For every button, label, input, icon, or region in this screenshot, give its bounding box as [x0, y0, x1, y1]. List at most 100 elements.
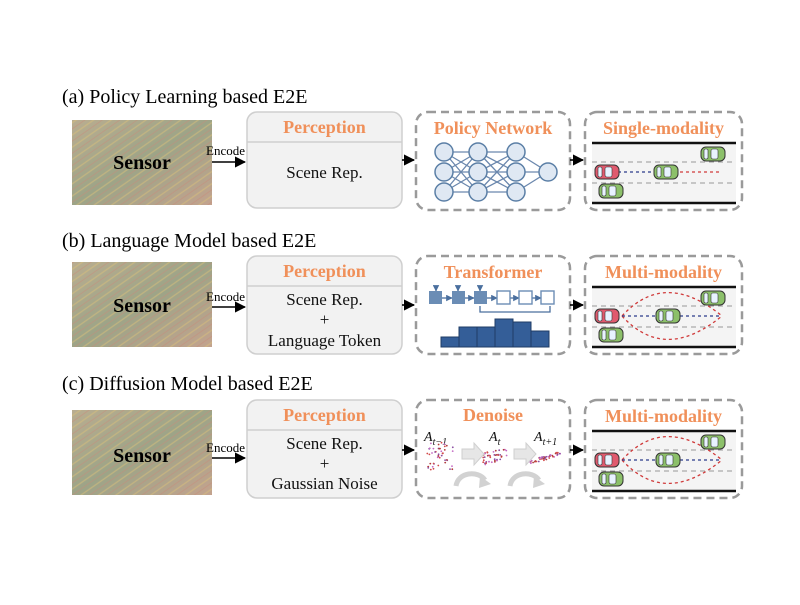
noise-point	[497, 454, 500, 456]
noise-point	[556, 453, 559, 456]
output-title: Multi-modality	[605, 406, 722, 426]
perception-plus: +	[320, 310, 330, 329]
perception-line1: Scene Rep.	[286, 434, 362, 453]
noise-point	[555, 451, 558, 454]
noise-point	[505, 454, 508, 457]
perception-box-b: Perception Scene Rep. + Language Token	[246, 255, 403, 355]
noise-point	[535, 460, 538, 463]
noise-point	[484, 452, 487, 455]
car-icon	[655, 308, 681, 324]
noise-point	[440, 454, 443, 457]
noise-point	[494, 461, 496, 463]
noise-point	[493, 454, 496, 456]
noise-point	[548, 457, 551, 459]
noise-point	[542, 457, 545, 460]
noise-point	[432, 462, 435, 465]
noise-point	[428, 447, 431, 450]
sensor-image-a: Sensor	[72, 120, 212, 205]
model-title: Policy Network	[434, 118, 552, 138]
road-scene-c	[592, 429, 736, 493]
noise-scatter-prev	[426, 441, 454, 471]
perception-title: Perception	[283, 405, 366, 425]
noise-scatter-next	[529, 451, 561, 465]
noise-point	[499, 454, 502, 456]
loop-arrowhead-icon	[479, 476, 545, 488]
perception-line1: Scene Rep.	[286, 163, 362, 182]
state-label-prev: At−1	[423, 430, 447, 448]
noise-point	[437, 464, 440, 467]
noise-point	[532, 461, 534, 464]
sensor-label: Sensor	[113, 152, 171, 174]
noise-point	[483, 456, 486, 458]
noise-point	[451, 465, 453, 467]
car-icon	[700, 434, 726, 450]
perception-box-a: Perception Scene Rep.	[246, 111, 403, 209]
histogram-icon	[440, 318, 550, 348]
state-label-next: At+1	[533, 430, 557, 448]
noise-point	[451, 468, 454, 471]
noise-point	[440, 450, 443, 453]
noise-point	[451, 450, 454, 452]
noise-point	[496, 459, 498, 462]
car-icon	[598, 327, 624, 343]
noise-point	[445, 444, 448, 447]
row-c-title: (c) Diffusion Model based E2E	[62, 373, 313, 395]
token-sequence-icon	[429, 285, 555, 313]
noise-point	[438, 447, 441, 450]
noise-point	[438, 456, 441, 459]
road-scene-b	[592, 285, 736, 349]
multi-modality-box-c: Multi-modality	[583, 398, 744, 500]
noise-point	[440, 441, 443, 444]
noise-point	[431, 465, 434, 468]
single-modality-box: Single-modality	[583, 110, 744, 212]
noise-point	[489, 454, 491, 457]
car-icon	[655, 452, 681, 468]
perception-box-c: Perception Scene Rep. + Gaussian Noise	[246, 399, 403, 499]
encode-label: Encode	[206, 440, 245, 455]
noise-scatter-current	[482, 448, 508, 466]
noise-point	[449, 468, 451, 470]
noise-point	[549, 454, 552, 456]
perception-line1: Scene Rep.	[286, 290, 362, 309]
noise-point	[543, 459, 545, 462]
network-nodes	[434, 142, 558, 202]
noise-point	[534, 460, 536, 463]
denoise-box: Denoise At−1 At At+1	[414, 398, 572, 500]
perception-line2: Language Token	[268, 331, 382, 350]
noise-point	[493, 458, 496, 461]
sensor-label: Sensor	[113, 295, 171, 317]
noise-point	[432, 447, 435, 450]
noise-point	[443, 449, 446, 451]
perception-line2: Gaussian Noise	[271, 474, 377, 493]
perception-plus: +	[320, 454, 330, 473]
noise-point	[446, 459, 448, 461]
noise-point	[489, 456, 492, 459]
noise-point	[543, 456, 546, 458]
row-c: (c) Diffusion Model based E2E Sensor Enc…	[62, 373, 744, 500]
row-a-title: (a) Policy Learning based E2E	[62, 86, 307, 108]
noise-point	[547, 455, 550, 458]
row-b-title: (b) Language Model based E2E	[62, 230, 316, 252]
noise-point	[426, 452, 429, 455]
noise-point	[436, 456, 439, 459]
noise-point	[558, 452, 561, 455]
perception-title: Perception	[283, 261, 366, 281]
noise-point	[427, 465, 430, 468]
row-b: (b) Language Model based E2E Sensor Enco…	[62, 230, 744, 356]
noise-point	[482, 459, 485, 462]
noise-point	[499, 458, 502, 461]
noise-point	[443, 445, 446, 448]
encode-label: Encode	[206, 289, 245, 304]
noise-point	[502, 448, 505, 451]
noise-point	[500, 455, 503, 458]
noise-point	[444, 461, 447, 464]
noise-point	[492, 451, 495, 453]
noise-point	[505, 449, 508, 452]
car-icon	[598, 471, 624, 487]
car-icon	[700, 146, 726, 162]
sensor-image-c: Sensor	[72, 410, 212, 495]
row-a: (a) Policy Learning based E2E Sensor Enc…	[62, 86, 744, 212]
noise-point	[429, 468, 432, 471]
noise-point	[551, 454, 554, 457]
